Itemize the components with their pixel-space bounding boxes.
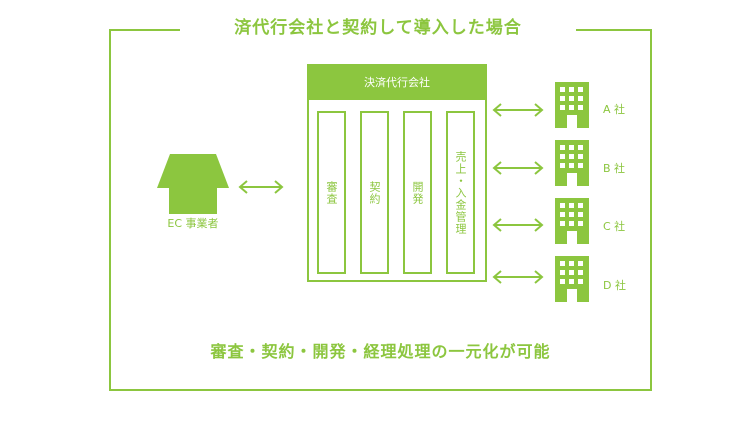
summary-text: 審査・契約・開発・経理処理の一元化が可能 xyxy=(210,342,551,361)
double-arrow-icon xyxy=(492,270,544,284)
company-label-d: D 社 xyxy=(603,279,626,292)
double-arrow-icon xyxy=(492,103,544,117)
building-icon xyxy=(555,256,589,302)
building-icon xyxy=(555,82,589,128)
column-label: 審査 xyxy=(325,180,338,205)
company-label-a: A 社 xyxy=(603,103,626,116)
double-arrow-icon xyxy=(492,218,544,232)
column-contract: 契約 xyxy=(360,111,389,274)
double-arrow-icon xyxy=(492,161,544,175)
payment-agency-box: 決済代行会社 審査 契約 開発 売上・入金管理 xyxy=(307,64,487,282)
column-label: 契約 xyxy=(368,180,381,205)
house-icon xyxy=(155,154,231,214)
column-development: 開発 xyxy=(403,111,432,274)
payment-agency-title: 決済代行会社 xyxy=(309,66,485,100)
column-screening: 審査 xyxy=(317,111,346,274)
double-arrow-icon xyxy=(238,180,284,194)
column-label: 売上・入金管理 xyxy=(454,150,467,235)
company-label-b: B 社 xyxy=(603,162,626,175)
column-label: 開発 xyxy=(411,180,424,205)
company-label-c: C 社 xyxy=(603,220,626,233)
merchant-label: EC 事業者 xyxy=(167,217,219,230)
building-icon xyxy=(555,198,589,244)
building-icon xyxy=(555,140,589,186)
column-sales-management: 売上・入金管理 xyxy=(446,111,475,274)
diagram-title: 済代行会社と契約して導入した場合 xyxy=(180,14,576,42)
